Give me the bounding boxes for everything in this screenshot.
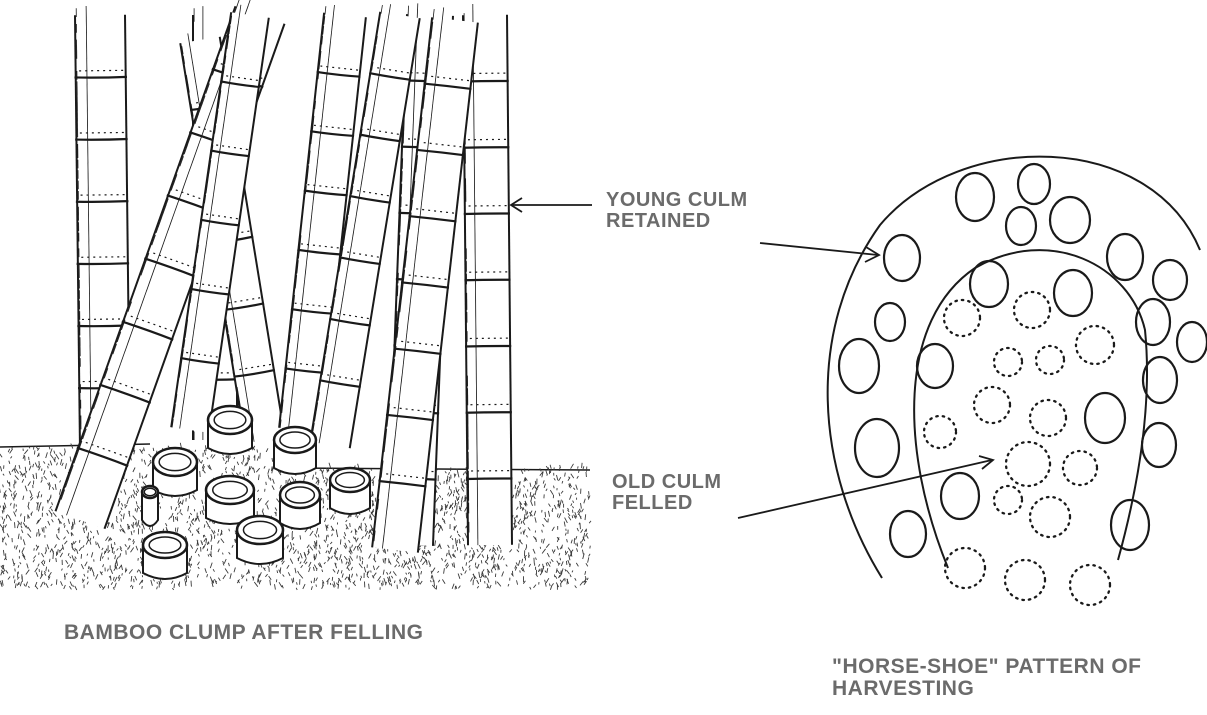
retained-culm-circle xyxy=(855,419,899,477)
retained-culm-circle xyxy=(839,339,879,393)
stump xyxy=(142,486,158,526)
felled-culm-circle xyxy=(994,348,1022,376)
retained-culm-circle xyxy=(875,303,905,341)
stump xyxy=(143,532,187,579)
felled-culm-circle xyxy=(1006,442,1050,486)
stump xyxy=(274,427,316,474)
felled-culm-circle xyxy=(1014,292,1050,328)
culm-node xyxy=(75,139,127,140)
stump xyxy=(153,448,197,496)
stump xyxy=(208,406,252,454)
horseshoe-outer-outline xyxy=(828,157,1200,578)
clump-caption: BAMBOO CLUMP AFTER FELLING xyxy=(64,622,423,644)
retained-culm-circle xyxy=(941,473,979,519)
retained-culm-circle xyxy=(1054,270,1092,316)
felled-culm-circle xyxy=(1005,560,1045,600)
retained-culm-circle xyxy=(1085,393,1125,443)
retained-culm-circle xyxy=(1107,234,1143,280)
young-culm-label-line-1: YOUNG CULM xyxy=(606,190,748,211)
retained-culm-circle xyxy=(970,261,1008,307)
felled-culm-circle xyxy=(994,486,1022,514)
felled-culm-circle xyxy=(944,300,980,336)
retained-culm-circle xyxy=(956,173,994,221)
felled-culm-arrow xyxy=(738,456,993,518)
horseshoe-pattern-diagram xyxy=(828,157,1207,605)
retained-culm-circle xyxy=(1143,357,1177,403)
young-culm-arrow xyxy=(511,198,592,212)
felled-culm-circle xyxy=(1036,346,1064,374)
felled-culm-circle xyxy=(1076,326,1114,364)
retained-culm-circle xyxy=(1006,207,1036,245)
horseshoe-caption-line-2: HARVESTING xyxy=(832,678,1141,700)
retained-culm-circle xyxy=(917,344,953,388)
stump xyxy=(330,468,370,514)
felled-culm-circle xyxy=(1063,451,1097,485)
young-culm-label-line-2: RETAINED xyxy=(606,211,748,232)
culm-node xyxy=(77,263,129,264)
felled-culm-circles xyxy=(924,292,1114,605)
culm-node xyxy=(76,201,128,202)
old-culm-label: OLD CULM FELLED xyxy=(612,472,722,514)
felled-culm-circle xyxy=(1030,400,1066,436)
felled-culm-circle xyxy=(974,387,1010,423)
stump xyxy=(280,482,320,529)
old-culm-label-line-1: OLD CULM xyxy=(612,472,722,493)
retained-culm-circle xyxy=(1153,260,1187,300)
ground-line-right xyxy=(290,468,590,470)
horseshoe-caption-line-1: "HORSE-SHOE" PATTERN OF xyxy=(832,656,1141,678)
stump xyxy=(237,516,283,564)
retained-culm-arrow xyxy=(760,243,879,262)
felled-culm-circle xyxy=(924,416,956,448)
stump xyxy=(206,476,254,524)
felled-culm-circle xyxy=(945,548,985,588)
felled-culm-circle xyxy=(1030,497,1070,537)
felled-culm-circle xyxy=(1070,565,1110,605)
retained-culm-circle xyxy=(1050,197,1090,243)
retained-culm-circle xyxy=(1136,299,1170,345)
young-culm-label: YOUNG CULM RETAINED xyxy=(606,190,748,232)
retained-culm-circle xyxy=(1177,322,1207,362)
retained-culm-circle xyxy=(884,235,920,281)
retained-culm-circle xyxy=(1018,164,1050,204)
old-culm-label-line-2: FELLED xyxy=(612,493,722,514)
horseshoe-caption: "HORSE-SHOE" PATTERN OF HARVESTING xyxy=(832,656,1141,700)
retained-culm-circle xyxy=(1142,423,1176,467)
retained-culm-circle xyxy=(890,511,926,557)
culm-node xyxy=(74,77,126,78)
